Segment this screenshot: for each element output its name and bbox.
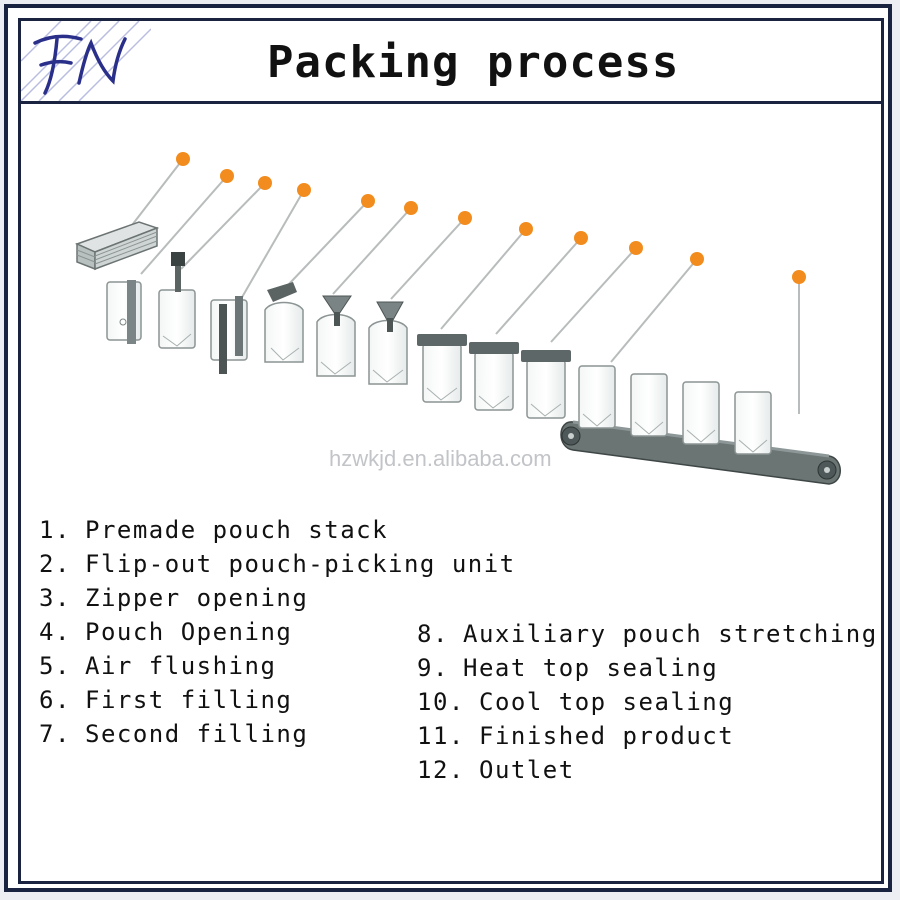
step-5: 5. Air flushing (39, 652, 276, 680)
step-number: 6. (39, 686, 71, 714)
step-number: 9. (417, 654, 449, 682)
step-number: 12. (417, 756, 465, 784)
step-label: Finished product (479, 722, 735, 750)
step-12: 12. Outlet (417, 756, 575, 784)
step-7: 7. Second filling (39, 720, 308, 748)
step-label: Heat top sealing (463, 654, 719, 682)
step-label: First filling (85, 686, 293, 714)
step-marker-5 (361, 194, 375, 208)
step-marker-12 (792, 270, 806, 284)
step-number: 3. (39, 584, 71, 612)
zipper-opening (158, 252, 196, 349)
step-2: 2. Flip-out pouch-picking unit (39, 550, 516, 578)
step-6: 6. First filling (39, 686, 292, 714)
outer-frame: Packing process (4, 4, 892, 892)
step-number: 1. (39, 516, 71, 544)
step-10: 10. Cool top sealing (417, 688, 734, 716)
step-label: Flip-out pouch-picking unit (85, 550, 516, 578)
step-marker-1 (176, 152, 190, 166)
step-label: Air flushing (85, 652, 277, 680)
step-number: 2. (39, 550, 71, 578)
step-11: 11. Finished product (417, 722, 734, 750)
pouch-opening (210, 296, 248, 374)
step-number: 5. (39, 652, 71, 680)
step-marker-11 (690, 252, 704, 266)
air-flushing (264, 282, 304, 363)
step-marker-2 (220, 169, 234, 183)
watermark: hzwkjd.en.alibaba.com (329, 446, 552, 471)
leader-lines (128, 158, 800, 414)
cool-sealing (521, 350, 571, 419)
page-title: Packing process (267, 37, 680, 88)
heat-sealing (469, 342, 519, 411)
step-marker-10 (629, 241, 643, 255)
step-9: 9. Heat top sealing (417, 654, 718, 682)
step-number: 11. (417, 722, 465, 750)
inner-frame: Packing process (18, 18, 884, 884)
step-markers (176, 152, 806, 284)
step-marker-6 (404, 201, 418, 215)
step-4: 4. Pouch Opening (39, 618, 292, 646)
step-label: Zipper opening (85, 584, 309, 612)
header: Packing process (21, 21, 881, 104)
step-number: 4. (39, 618, 71, 646)
step-label: Premade pouch stack (85, 516, 389, 544)
step-label: Outlet (479, 756, 575, 784)
step-3: 3. Zipper opening (39, 584, 308, 612)
step-8: 8. Auxiliary pouch stretching (417, 620, 878, 648)
step-marker-7 (458, 211, 472, 225)
second-filling (368, 301, 408, 385)
step-number: 8. (417, 620, 449, 648)
step-marker-9 (574, 231, 588, 245)
pouch-stack (74, 221, 160, 271)
step-number: 7. (39, 720, 71, 748)
step-marker-4 (297, 183, 311, 197)
step-label: Cool top sealing (479, 688, 735, 716)
step-number: 10. (417, 688, 465, 716)
first-filling (316, 295, 356, 377)
step-label: Pouch Opening (85, 618, 293, 646)
pouch-picking (106, 280, 142, 344)
step-1: 1. Premade pouch stack (39, 516, 388, 544)
finished-products (578, 365, 772, 455)
process-diagram (74, 152, 841, 485)
logo (21, 21, 151, 101)
pouch-stretching (417, 334, 467, 403)
step-marker-3 (258, 176, 272, 190)
step-marker-8 (519, 222, 533, 236)
step-label: Auxiliary pouch stretching (463, 620, 878, 648)
step-label: Second filling (85, 720, 309, 748)
